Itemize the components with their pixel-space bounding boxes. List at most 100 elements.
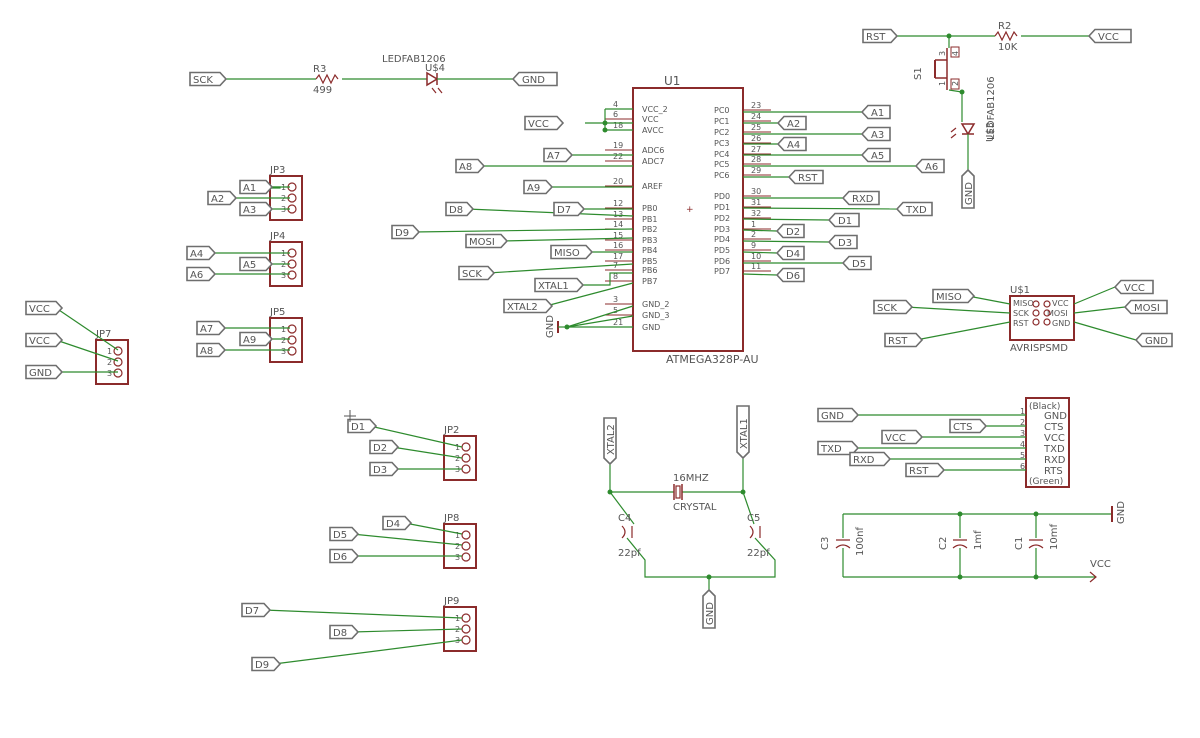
net-label-text: MISO [554,248,580,259]
net-label-rxd[interactable]: RXD [841,190,880,206]
net-label-a8[interactable]: A8 [455,158,486,174]
net-label-gnd[interactable]: GND [961,168,975,209]
net-label-d9[interactable]: D9 [251,656,282,672]
svg-text:3: 3 [1020,429,1025,438]
net-label-miso[interactable]: MISO [932,288,976,304]
net-label-a1[interactable]: A1 [239,179,274,195]
net-label-sck[interactable]: SCK [189,71,228,87]
net-label-text: D5 [852,259,866,270]
net-label-a4[interactable]: A4 [776,136,807,152]
net-label-d8[interactable]: D8 [329,624,360,640]
net-label-d4[interactable]: D4 [775,245,805,261]
net-label-a3[interactable]: A3 [239,201,274,217]
net-label-a9[interactable]: A9 [523,179,554,195]
net-label-a6[interactable]: A6 [914,158,945,174]
net-label-a9[interactable]: A9 [239,331,274,347]
net-label-vcc[interactable]: VCC [1087,28,1132,44]
u1-pin-name: PC3 [714,139,730,148]
net-label-sck[interactable]: SCK [873,299,914,315]
reset-circuit[interactable]: R2 10K 3 4 1 2 S1 U$3 . . . . [891,21,1089,170]
u1-left-wires: GND [412,108,634,338]
net-label-d6[interactable]: D6 [775,267,805,283]
net-label-mosi[interactable]: MOSI [1123,299,1168,315]
net-label-d1[interactable]: D1 [827,212,860,228]
net-label-sck[interactable]: SCK [458,265,496,281]
net-label-a6[interactable]: A6 [186,266,217,282]
net-label-a2[interactable]: A2 [207,190,238,206]
net-label-d2[interactable]: D2 [369,439,400,455]
u1-pin-name: GND_2 [642,300,669,309]
net-label-a5[interactable]: A5 [239,256,274,272]
net-label-d6[interactable]: D6 [329,548,360,564]
net-label-rst[interactable]: RST [787,169,824,185]
net-label-mosi[interactable]: MOSI [465,233,509,249]
net-label-xtal2[interactable]: XTAL2 [503,298,554,314]
u1-pin-name: PB0 [642,204,657,213]
net-label-rst[interactable]: RST [862,28,899,44]
net-label-gnd[interactable]: GND [25,364,64,380]
net-label-a1[interactable]: A1 [860,104,891,120]
net-label-a7[interactable]: A7 [543,147,574,163]
net-label-a5[interactable]: A5 [860,147,891,163]
net-label-a8[interactable]: A8 [196,342,227,358]
net-label-gnd[interactable]: GND [702,588,716,629]
net-label-rst[interactable]: RST [884,332,924,348]
net-label-d7[interactable]: D7 [553,201,586,217]
decoupling-caps[interactable]: C3 100nf C2 1mf C1 10mf GND VCC [820,501,1127,583]
u3-value: LEDFAB1206 [986,76,997,140]
net-label-gnd[interactable]: GND [817,407,860,423]
net-label-rxd[interactable]: RXD [849,451,892,467]
net-label-d5[interactable]: D5 [841,255,872,271]
net-label-a4[interactable]: A4 [186,245,217,261]
net-label-vcc[interactable]: VCC [881,429,924,445]
net-label-txd[interactable]: TXD [817,440,860,456]
net-label-xtal1[interactable]: XTAL1 [534,277,585,293]
net-label-xtal1[interactable]: XTAL1 [736,405,750,460]
u1-pin-name: PB6 [642,266,657,275]
net-label-txd[interactable]: TXD [895,201,933,217]
net-label-vcc[interactable]: VCC [524,115,565,131]
net-label-a3[interactable]: A3 [860,126,891,142]
net-label-d9[interactable]: D9 [391,224,421,240]
net-label-d2[interactable]: D2 [775,223,805,239]
u1-pin-number: 6 [613,110,618,119]
net-label-a7[interactable]: A7 [196,320,227,336]
net-label-a2[interactable]: A2 [776,115,807,131]
net-label-text: GND [29,368,52,379]
net-label-d4[interactable]: D4 [382,515,413,531]
net-label-d5[interactable]: D5 [329,526,360,542]
net-label-xtal2[interactable]: XTAL2 [603,417,617,466]
net-label-d8[interactable]: D8 [445,201,475,217]
net-label-vcc[interactable]: VCC [25,300,64,316]
net-label-cts[interactable]: CTS [949,418,988,434]
u1-microcontroller[interactable]: U1 ATMEGA328P-AU + 4VCC_26VCC18AVCC19ADC… [605,74,771,366]
net-label-d3[interactable]: D3 [369,461,400,477]
net-label-gnd[interactable]: GND [511,71,558,87]
net-label-vcc[interactable]: VCC [25,332,64,348]
net-label-miso[interactable]: MISO [550,244,594,260]
net-label-rst[interactable]: RST [905,462,946,478]
net-label-gnd[interactable]: GND [1134,332,1173,348]
u1-pin-number: 10 [751,252,761,261]
vcc-power-label: VCC [1090,559,1111,570]
net-label-d1[interactable]: D1 [347,418,378,434]
crystal-circuit[interactable]: 16MHZ CRYSTAL C4 22pf C5 22pf [607,452,776,590]
u1-pin-name: PC6 [714,171,730,180]
net-label-vcc[interactable]: VCC [1113,279,1154,295]
net-label-text: XTAL1 [538,281,569,292]
net-label-d7[interactable]: D7 [241,602,272,618]
status-led-circuit[interactable]: R3 499 LEDFAB1206 U$4 [220,54,513,96]
u1-pin-name: PD2 [714,214,730,223]
net-label-d3[interactable]: D3 [827,234,858,250]
isp-header[interactable]: U$1 AVRISPSMD MISO SCK RST VCC MOSI GND [905,285,1137,354]
crystal-name: 16MHZ [673,473,709,484]
